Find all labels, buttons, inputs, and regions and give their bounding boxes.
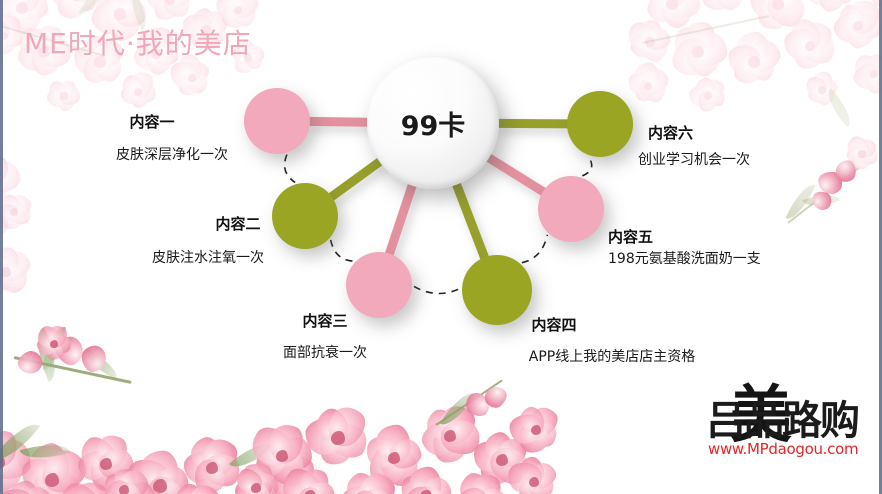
node-label-title-1: 内容一 <box>129 113 175 131</box>
solid-connector-1 <box>306 116 371 127</box>
node-label-desc-1: 皮肤深层净化一次 <box>116 147 228 163</box>
hub-circle[interactable]: 99卡 <box>367 57 499 189</box>
node-circle-3[interactable] <box>346 252 412 318</box>
solid-connector-2 <box>326 156 385 203</box>
node-label-desc-4: APP线上我的美店店主资格 <box>528 349 696 365</box>
node-label-desc-5: 198元氨基酸洗面奶一支 <box>608 251 761 267</box>
left-border-strip <box>0 0 3 494</box>
node-label-title-3: 内容三 <box>302 312 348 330</box>
right-border-strip <box>879 0 882 494</box>
node-circle-6[interactable] <box>567 91 633 157</box>
solid-connector-5 <box>484 152 548 197</box>
node-label-desc-6: 创业学习机会一次 <box>638 152 750 168</box>
hub-label: 99卡 <box>400 110 466 142</box>
solid-connector-4 <box>451 180 490 262</box>
dashed-connector-3 <box>413 285 461 295</box>
node-label-desc-2: 皮肤注水注氧一次 <box>152 250 264 266</box>
dashed-connector-4 <box>521 234 549 264</box>
node-label-desc-3: 面部抗衰一次 <box>283 345 367 361</box>
node-label-title-4: 内容四 <box>531 316 577 334</box>
node-circle-2[interactable] <box>272 183 338 249</box>
solid-connectors <box>306 116 571 262</box>
dashed-connectors <box>283 154 593 295</box>
node-circle-5[interactable] <box>538 176 604 242</box>
slide-title: ME时代·我的美店 <box>24 27 252 60</box>
node-label-title-2: 内容二 <box>215 215 261 233</box>
solid-connector-3 <box>384 181 418 258</box>
dashed-connector-2 <box>329 239 354 262</box>
node-label-title-6: 内容六 <box>648 124 694 142</box>
node-circle-4[interactable] <box>462 255 532 325</box>
node-label-title-5: 内容五 <box>608 228 654 246</box>
node-circle-1[interactable] <box>244 88 310 154</box>
dashed-connector-5 <box>581 156 593 177</box>
dashed-connector-1 <box>283 154 296 184</box>
